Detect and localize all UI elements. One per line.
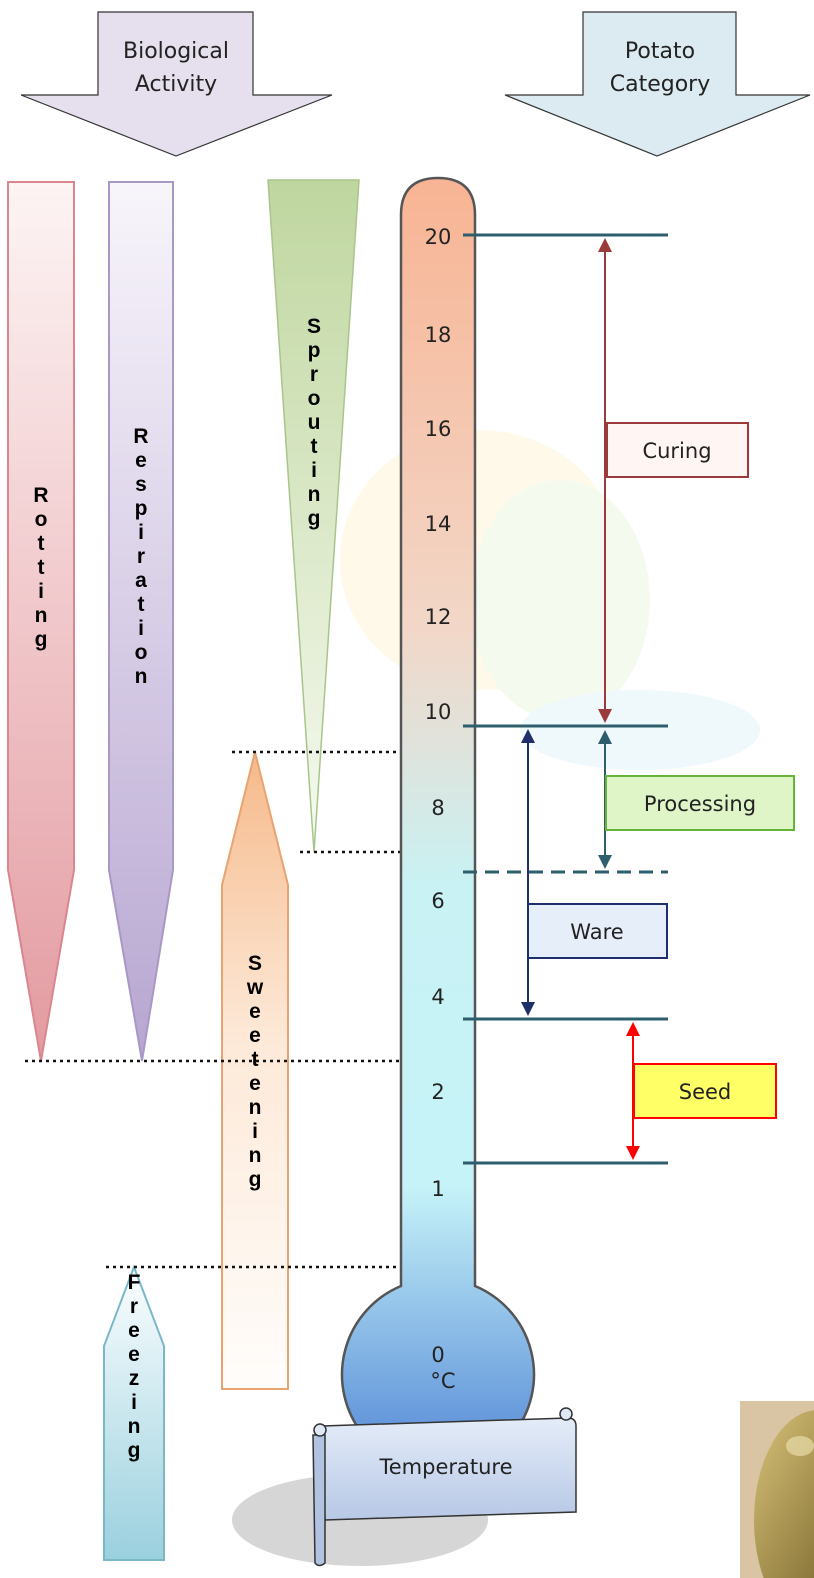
processing-range: Processing	[598, 730, 795, 869]
tick-label-20: 20	[425, 225, 452, 249]
seed-range: Seed	[626, 1022, 777, 1160]
ware-range: Ware	[521, 729, 668, 1016]
biological-activity-arrow: Biological Activity	[20, 11, 333, 157]
dotted-guides	[25, 750, 415, 1269]
temperature-label: Temperature	[378, 1455, 512, 1479]
tick-label-10: 10	[425, 700, 452, 724]
seed-label: Seed	[679, 1080, 732, 1104]
tick-label-16: 16	[425, 417, 452, 441]
temperature-scroll: Temperature	[312, 1407, 577, 1567]
potato-category-arrow: Potato Category	[504, 11, 811, 157]
unit-label: °C	[430, 1369, 455, 1393]
tick-label-4: 4	[431, 985, 444, 1009]
curing-label: Curing	[642, 439, 711, 463]
tick-label-0: 0	[431, 1343, 444, 1367]
tick-label-14: 14	[425, 512, 452, 536]
biological-activity-label-line2: Activity	[135, 72, 217, 97]
tick-label-18: 18	[425, 323, 452, 347]
tick-label-6: 6	[431, 889, 444, 913]
tick-label-2: 2	[431, 1080, 444, 1104]
tick-label-8: 8	[431, 796, 444, 820]
tick-label-1: 1	[431, 1177, 444, 1201]
category-lines	[463, 233, 668, 1165]
potato-photo	[740, 1401, 814, 1578]
curing-range: Curing	[598, 238, 749, 723]
processing-label: Processing	[644, 792, 756, 816]
potato-category-label-line2: Category	[610, 72, 711, 97]
tick-label-12: 12	[425, 605, 452, 629]
potato-category-label-line1: Potato	[625, 39, 695, 64]
biological-activity-label-line1: Biological	[123, 39, 229, 64]
ware-label: Ware	[570, 920, 623, 944]
